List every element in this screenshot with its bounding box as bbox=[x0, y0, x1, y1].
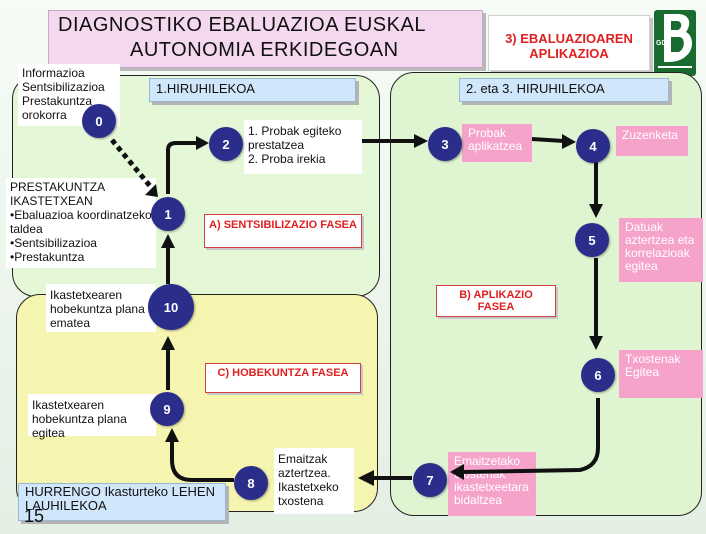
step-1-label: PRESTAKUNTZA IKASTETXEAN •Ebaluazioa koo… bbox=[6, 178, 156, 268]
logo-b-mark-icon bbox=[654, 10, 696, 76]
next-year-tab: HURRENGO Ikasturteko LEHEN LAUHILEKOA bbox=[18, 483, 226, 521]
step-node-1: 1 bbox=[151, 197, 185, 231]
step-2-label: 1. Probak egiteko prestatzea 2. Proba ir… bbox=[244, 120, 362, 174]
step-1-title: PRESTAKUNTZA IKASTETXEAN bbox=[10, 180, 105, 208]
phase-b-label: B) APLIKAZIO FASEA bbox=[436, 285, 556, 317]
step-1-item: •Sentsibilizazioa bbox=[10, 236, 97, 250]
step-1-item: •Ebaluazioa koordinatzeko taldea bbox=[10, 208, 152, 236]
page-number: 15 bbox=[24, 506, 45, 526]
step-4-label: Zuzenketa bbox=[616, 126, 688, 156]
step-9-label: Ikastetxearen hobekuntza plana egitea bbox=[28, 394, 156, 440]
step-node-5: 5 bbox=[575, 223, 609, 257]
step-7-label: Emaitzetako txostenak ikastetxeetara bid… bbox=[448, 452, 536, 516]
step-node-9: 9 bbox=[150, 392, 184, 426]
section-title-box bbox=[488, 15, 650, 71]
step-5-label: Datuak aztertzea eta korrelazioak egitea bbox=[619, 218, 703, 282]
step-10-label: Ikastetxearen hobekuntza plana ematea bbox=[46, 284, 156, 332]
step-node-3: 3 bbox=[428, 127, 462, 161]
step-node-8: 8 bbox=[234, 466, 268, 500]
step-node-7: 7 bbox=[413, 463, 447, 497]
step-1-item: •Prestakuntza bbox=[10, 250, 85, 264]
step-node-2: 2 bbox=[209, 127, 243, 161]
phase-a-label: A) SENTSIBILIZAZIO FASEA bbox=[204, 214, 362, 248]
step-8-label: Emaitzak aztertzea. Ikastetxeko txostena bbox=[274, 448, 354, 514]
step-node-0: 0 bbox=[82, 104, 116, 138]
first-term-tab: 1.HIRUHILEKOA bbox=[149, 78, 356, 102]
step-3-label: Probak aplikatzea bbox=[462, 124, 532, 162]
logo-code: G04 bbox=[656, 40, 670, 47]
step-node-4: 4 bbox=[576, 129, 610, 163]
second-third-term-tab: 2. eta 3. HIRUHILEKOA bbox=[459, 78, 669, 102]
step-2-item: 2. Proba irekia bbox=[248, 152, 326, 166]
step-node-6: 6 bbox=[581, 358, 615, 392]
section-title: 3) EBALUAZIOAREN APLIKAZIOA bbox=[505, 31, 633, 61]
title-line-1: DIAGNOSTIKO EBALUAZIOA EUSKAL bbox=[58, 14, 426, 36]
title-line-2: AUTONOMIA ERKIDEGOAN bbox=[130, 39, 399, 61]
step-2-item: 1. Probak egiteko prestatzea bbox=[248, 124, 342, 152]
step-node-10: 10 bbox=[148, 284, 194, 330]
phase-c-label: C) HOBEKUNTZA FASEA bbox=[205, 363, 361, 393]
step-6-label: Txostenak Egitea bbox=[619, 350, 703, 398]
title-box bbox=[48, 10, 483, 68]
